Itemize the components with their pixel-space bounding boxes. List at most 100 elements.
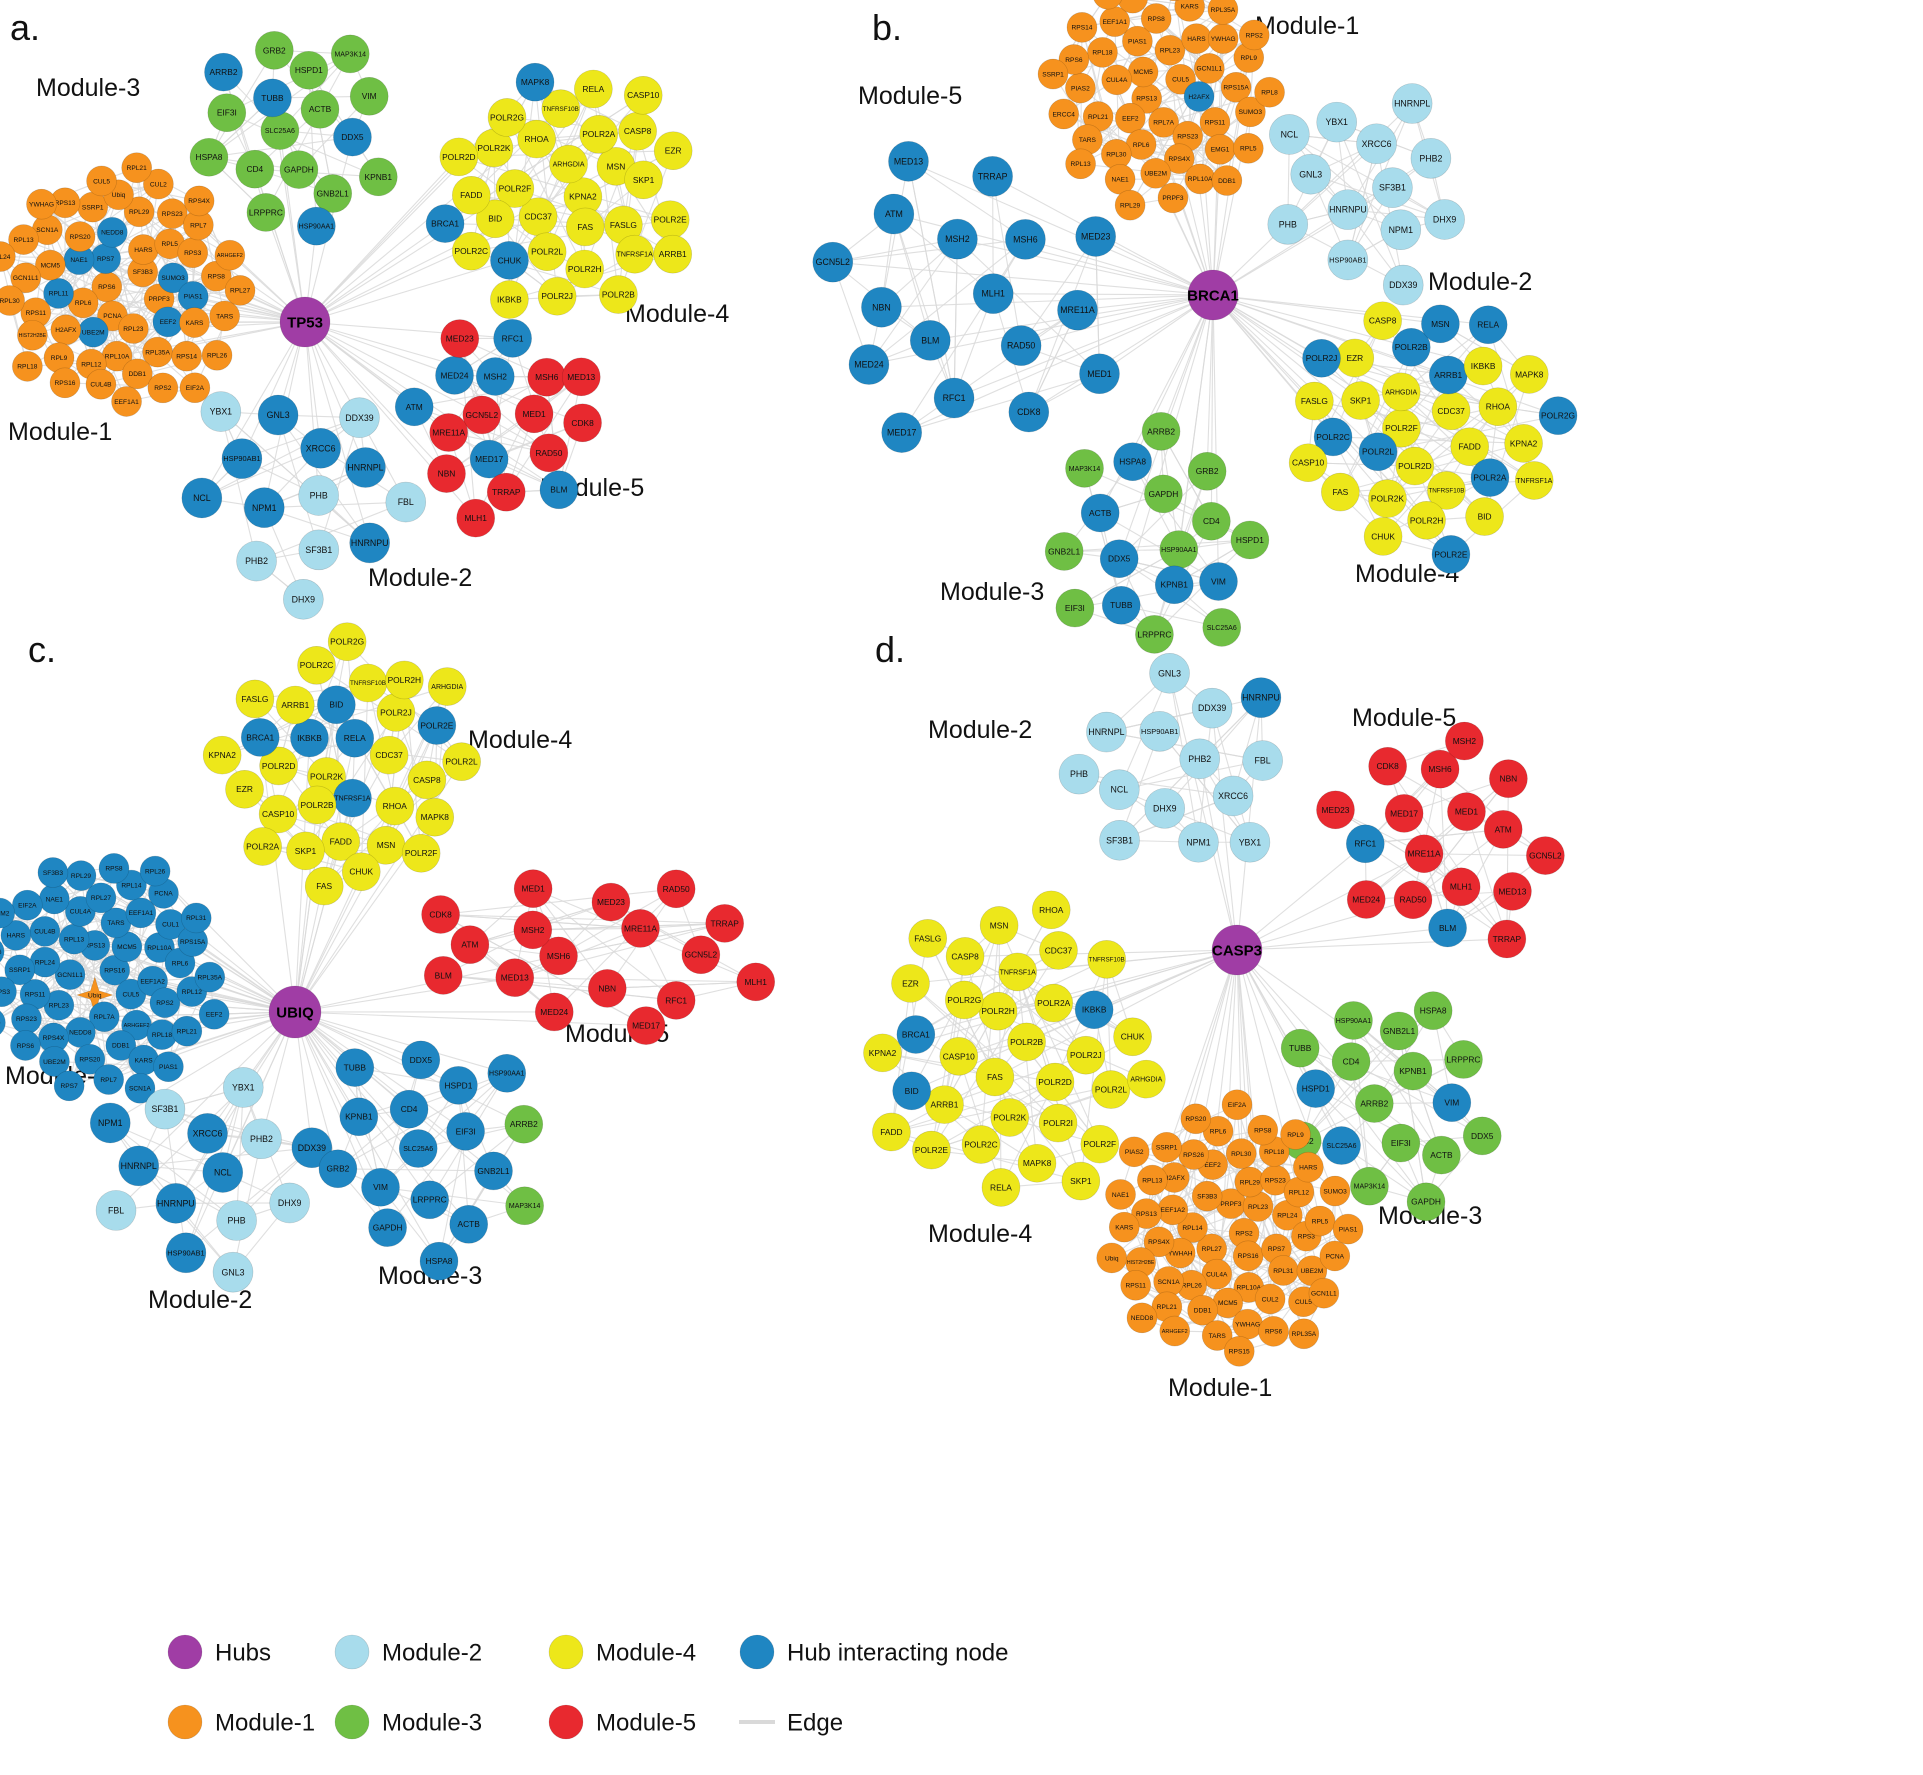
node-CASP10: CASP10	[623, 75, 663, 115]
node-TNFRSF1A: TNFRSF1A	[615, 234, 654, 274]
node-GCN1L1: GCN1L1	[1194, 53, 1225, 84]
node-RPL21: RPL21	[171, 1015, 203, 1047]
node-MSH6: MSH6	[527, 357, 567, 397]
node-MED13: MED13	[561, 357, 601, 397]
node-CD4: CD4	[1331, 1042, 1371, 1081]
node-HSP90AA1: HSP90AA1	[297, 206, 336, 246]
node-RPS4X: RPS4X	[183, 185, 215, 217]
node-CDC37: CDC37	[1039, 931, 1078, 970]
node-RPL29: RPL29	[65, 860, 97, 891]
node-POLR2B: POLR2B	[599, 275, 638, 314]
node-RAD50: RAD50	[656, 869, 696, 909]
node-NEDD8: NEDD8	[96, 217, 128, 248]
node-RPL13: RPL13	[58, 923, 90, 955]
node-CASP8: CASP8	[618, 111, 657, 151]
node-PHB2: PHB2	[1410, 138, 1452, 179]
module-label-b-module-5: Module-5	[858, 82, 962, 110]
node-DHX9: DHX9	[283, 578, 324, 620]
node-DDX5: DDX5	[333, 117, 372, 157]
node-POLR2L: POLR2L	[1091, 1070, 1131, 1109]
node-BID: BID	[892, 1071, 931, 1111]
node-NBN: NBN	[587, 969, 627, 1008]
node-DHX9: DHX9	[1144, 788, 1186, 829]
node-RPL27: RPL27	[224, 275, 256, 306]
node-MAPK8: MAPK8	[415, 797, 455, 837]
node-VIM: VIM	[361, 1167, 400, 1207]
panel-label-b: b.	[872, 7, 902, 48]
node-MRE11A: MRE11A	[1404, 834, 1444, 874]
node-RPS26: RPS26	[1178, 1139, 1209, 1170]
node-CUL2: CUL2	[1254, 1283, 1286, 1315]
node-MLH1: MLH1	[1441, 867, 1481, 907]
node-EIF3I: EIF3I	[1055, 588, 1095, 628]
node-HNRNPL: HNRNPL	[1391, 83, 1433, 124]
node-RPS20: RPS20	[64, 221, 96, 252]
node-IKBKB: IKBKB	[1463, 346, 1503, 386]
node-POLR2L: POLR2L	[442, 742, 481, 781]
node-FAS: FAS	[1321, 472, 1360, 512]
node-RPL31: RPL31	[180, 902, 212, 934]
node-FAS: FAS	[975, 1057, 1015, 1097]
node-MED24: MED24	[435, 356, 474, 395]
node-RPS11: RPS11	[1120, 1269, 1151, 1301]
node-TRRAP: TRRAP	[486, 472, 526, 512]
legend-item-module-2: Module-2	[334, 1634, 482, 1670]
node-POLR2C: POLR2C	[961, 1125, 1001, 1164]
node-EZR: EZR	[225, 769, 264, 809]
module-label-d-module-4: Module-4	[928, 1220, 1032, 1248]
node-TARS: TARS	[209, 300, 240, 332]
node-RPL10A: RPL10A	[1184, 163, 1216, 195]
node-POLR2J: POLR2J	[1066, 1035, 1106, 1075]
node-POLR2H: POLR2H	[385, 660, 424, 700]
node-NCL: NCL	[1099, 769, 1140, 810]
node-SF3B1: SF3B1	[298, 529, 340, 571]
node-FASLG: FASLG	[908, 919, 948, 958]
node-ARHGEF2: ARHGEF2	[1159, 1315, 1191, 1347]
node-MSH6: MSH6	[1005, 219, 1046, 260]
node-HARS: HARS	[1293, 1151, 1324, 1183]
node-MAP3K14: MAP3K14	[1065, 449, 1104, 488]
node-MED17: MED17	[1384, 794, 1424, 833]
node-SUMO3: SUMO3	[1319, 1175, 1351, 1207]
node-EIF2A: EIF2A	[12, 889, 43, 921]
node-IKBKB: IKBKB	[1074, 990, 1114, 1030]
legend-swatch	[334, 1634, 370, 1670]
node-MSN: MSN	[1421, 304, 1460, 344]
node-MCM5: MCM5	[1127, 56, 1159, 88]
node-GNL3: GNL3	[1290, 153, 1332, 195]
node-MED13: MED13	[888, 141, 929, 182]
node-RPL9: RPL9	[1280, 1119, 1311, 1150]
node-PRPF3: PRPF3	[1157, 182, 1189, 214]
node-GNB2L1: GNB2L1	[474, 1151, 513, 1191]
node-XRCC6: XRCC6	[300, 428, 341, 469]
node-POLR2L: POLR2L	[527, 232, 567, 271]
node-XRCC6: XRCC6	[1356, 123, 1397, 165]
node-EEF2: EEF2	[152, 306, 184, 338]
node-NPM1: NPM1	[1178, 821, 1219, 863]
module-label-a-module-3: Module-3	[36, 74, 140, 102]
node-ACTB: ACTB	[1080, 493, 1120, 533]
node-ARRB1: ARRB1	[925, 1085, 964, 1124]
node-YBX1: YBX1	[200, 391, 242, 432]
node-CHUK: CHUK	[1113, 1017, 1152, 1057]
node-PHB2: PHB2	[241, 1118, 282, 1160]
node-MAPK8: MAPK8	[515, 62, 555, 102]
node-PHB: PHB	[1267, 204, 1309, 245]
node-EIF3I: EIF3I	[446, 1112, 485, 1151]
node-SLC25A6: SLC25A6	[1322, 1126, 1361, 1165]
node-PIAS1: PIAS1	[153, 1051, 184, 1083]
node-RELA: RELA	[1468, 305, 1508, 345]
node-NCL: NCL	[202, 1152, 244, 1193]
node-TNFRSF10B: TNFRSF10B	[348, 663, 388, 703]
node-HIST2H2BE: HIST2H2BE	[17, 319, 48, 351]
module-label-c-module-4: Module-4	[468, 726, 572, 754]
node-ARRB1: ARRB1	[276, 685, 315, 725]
node-HARS: HARS	[1181, 23, 1212, 54]
node-SSRP1: SSRP1	[1151, 1131, 1182, 1163]
node-RPL21: RPL21	[121, 152, 152, 184]
node-GNL3: GNL3	[257, 394, 299, 436]
node-POLR2A: POLR2A	[1034, 983, 1074, 1023]
node-EEF2: EEF2	[1115, 102, 1146, 134]
node-POLR2G: POLR2G	[944, 980, 984, 1020]
node-RPS16: RPS16	[1232, 1240, 1264, 1272]
